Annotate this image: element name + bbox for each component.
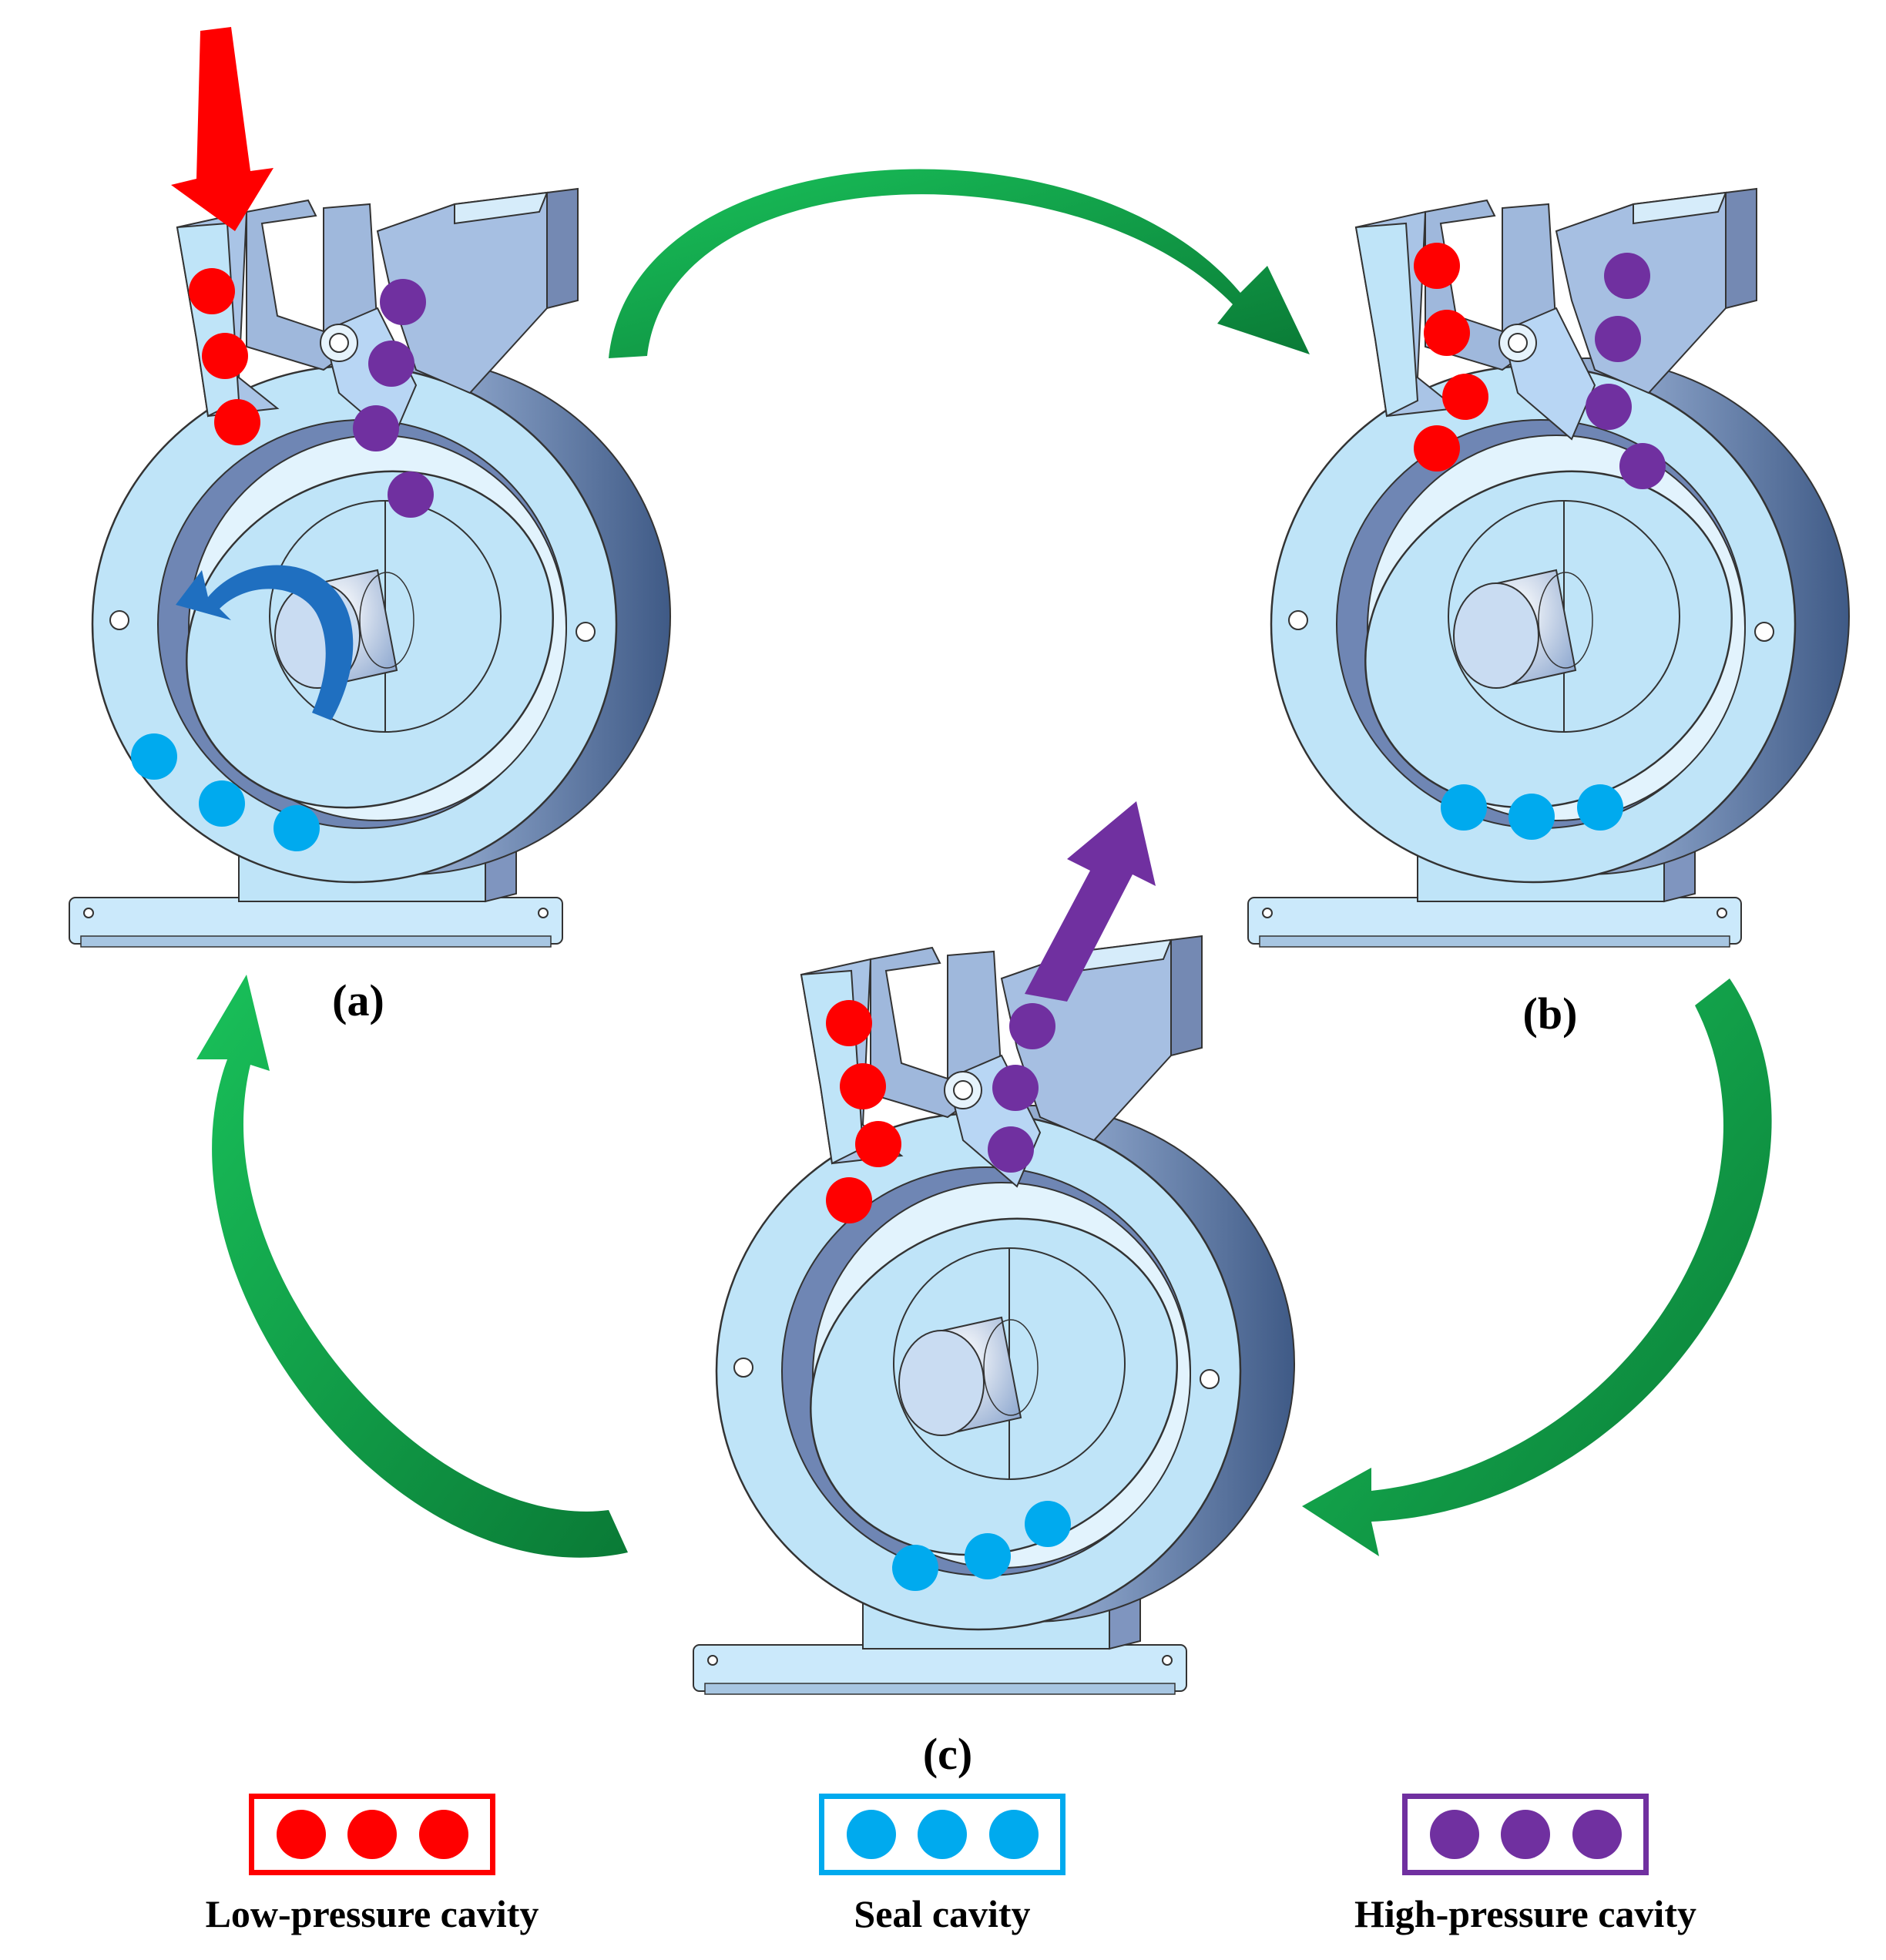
legend-dot	[1572, 1810, 1622, 1859]
low-pressure-dot	[1414, 243, 1460, 289]
outlet-arrow	[1025, 801, 1156, 1002]
high-pressure-dot	[1604, 253, 1650, 299]
seal-dot	[1577, 784, 1623, 831]
cycle-arrows	[196, 169, 1772, 1558]
legend-dot	[1429, 1810, 1479, 1859]
panel-label-a: (a)	[332, 975, 384, 1025]
seal-dot	[274, 805, 320, 851]
seal-dot	[1441, 784, 1487, 831]
high-pressure-dot	[988, 1126, 1034, 1173]
legend-dot	[846, 1810, 896, 1859]
seal-dot	[892, 1545, 938, 1591]
legend-dot	[347, 1810, 397, 1859]
high-pressure-dot	[1619, 443, 1666, 489]
seal-dot	[131, 733, 177, 780]
low-pressure-dot	[202, 333, 248, 379]
compressor-unit-b	[1247, 187, 1851, 948]
legend-caption-high-pressure: High-pressure cavity	[1354, 1892, 1696, 1935]
low-pressure-dot	[1414, 425, 1460, 472]
cycle-arrow-a-to-b	[609, 169, 1310, 358]
high-pressure-dot	[1595, 316, 1641, 362]
low-pressure-dot	[1442, 374, 1488, 420]
panel-label-c: (c)	[922, 1729, 973, 1779]
legend-dot	[276, 1810, 326, 1859]
legend-caption-seal: Seal cavity	[854, 1892, 1031, 1935]
cavity-markers-c	[826, 1000, 1071, 1591]
low-pressure-dot	[189, 268, 235, 314]
low-pressure-dot	[826, 1177, 872, 1223]
high-pressure-dot	[1586, 384, 1632, 430]
low-pressure-dot	[214, 399, 260, 445]
rotation-arrow	[176, 565, 354, 720]
high-pressure-dot	[353, 405, 399, 451]
high-pressure-dot	[992, 1065, 1039, 1111]
high-pressure-dot	[368, 341, 414, 387]
seal-dot	[1508, 794, 1555, 840]
legend-dot	[918, 1810, 967, 1859]
high-pressure-dot	[388, 472, 434, 518]
cavity-markers-b	[1414, 243, 1666, 840]
low-pressure-dot	[840, 1063, 886, 1109]
legend-dot	[988, 1810, 1039, 1859]
high-pressure-dot	[1009, 1003, 1055, 1049]
high-pressure-dot	[380, 279, 426, 325]
panel-label-b: (b)	[1522, 988, 1578, 1039]
legend-dot	[1501, 1810, 1550, 1859]
inlet-arrow	[171, 27, 274, 231]
legend-box-seal	[819, 1794, 1065, 1875]
cycle-arrow-c-to-a	[196, 975, 628, 1558]
compressor-unit-c	[692, 935, 1296, 1696]
cavity-markers-a	[131, 268, 434, 851]
seal-dot	[965, 1533, 1011, 1579]
legend-dot	[418, 1810, 468, 1859]
seal-dot	[199, 780, 245, 827]
compressor-unit-a	[68, 187, 672, 948]
low-pressure-dot	[855, 1121, 901, 1167]
legend-caption-low-pressure: Low-pressure cavity	[205, 1892, 539, 1935]
low-pressure-dot	[826, 1000, 872, 1046]
seal-dot	[1025, 1501, 1071, 1547]
legend-box-high-pressure	[1402, 1794, 1649, 1875]
cycle-arrow-b-to-c	[1302, 978, 1772, 1556]
legend-box-low-pressure	[249, 1794, 495, 1875]
low-pressure-dot	[1424, 310, 1470, 356]
